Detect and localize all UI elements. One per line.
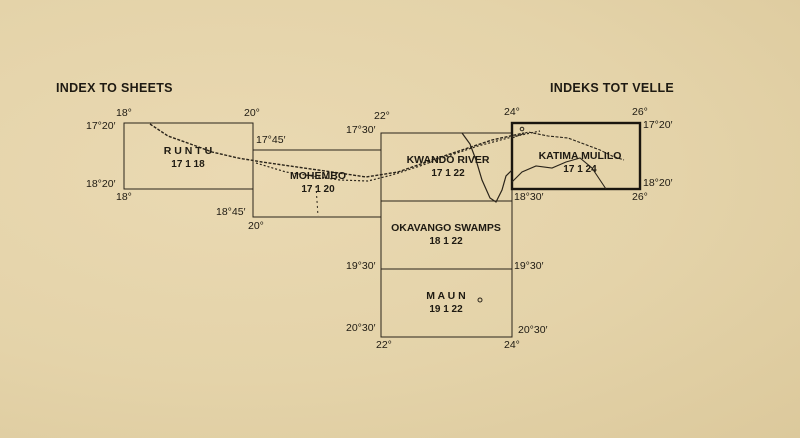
border-line [149,123,525,178]
sheet-mohembo-number: 17 1 20 [301,184,335,195]
sheet-mohembo[interactable]: MOHEMBO 17 1 20 [290,170,346,196]
sheet-kwando-river-name: KWANDO RIVER [406,154,490,166]
sheet-runtu[interactable]: R U N T U 17 1 18 [164,145,212,171]
sheet-katima-mulilo-number: 17 1 24 [563,164,597,175]
river-line-north [511,131,625,161]
coord-label: 20°30′ [518,324,548,336]
settlement-marker [477,297,483,303]
sheet-okavango-swamps-number: 18 1 22 [429,236,463,247]
sheet-okavango-swamps[interactable]: OKAVANGO SWAMPS 18 1 22 [391,222,501,248]
river-tick [315,185,319,217]
sheet-runtu-number: 17 1 18 [171,159,205,170]
sheet-katima-mulilo[interactable]: KATIMA MULILO 17 1 24 [539,150,622,176]
coord-label: 18°20′ [86,178,116,190]
coord-label: 26° [632,191,648,203]
sheet-maun[interactable]: M A U N 19 1 22 [426,290,465,316]
sheet-mohembo-name: MOHEMBO [290,170,346,182]
sheet-maun-name: M A U N [426,290,466,302]
coord-label: 20°30′ [346,322,376,334]
sheet-katima-mulilo-name: KATIMA MULILO [538,150,622,162]
sheet-kwando-river[interactable]: KWANDO RIVER 17 1 22 [407,154,490,180]
settlement-marker-katima [519,126,525,132]
title-index-to-sheets: INDEX TO SHEETS [56,81,173,95]
coord-label: 18°45′ [216,206,246,218]
sheet-okavango-swamps-name: OKAVANGO SWAMPS [391,222,501,234]
coord-label: 22° [376,339,392,351]
coord-label: 17°20′ [86,120,116,132]
river-line [461,132,513,203]
coord-label: 18° [116,191,132,203]
coord-label: 20° [248,220,264,232]
coord-label: 17°45′ [256,134,286,146]
coord-label: 26° [632,106,648,118]
border-line-lower [255,130,541,182]
coord-label: 22° [374,110,390,122]
coord-label: 19°30′ [346,260,376,272]
coord-label: 17°20′ [643,119,673,131]
coord-label: 17°30′ [346,124,376,136]
coord-label: 19°30′ [514,260,544,272]
river-line-east [511,157,607,190]
coord-label: 24° [504,106,520,118]
coord-label: 18°30′ [514,191,544,203]
sheet-kwando-river-number: 17 1 22 [431,168,465,179]
coord-label: 24° [504,339,520,351]
coord-label: 20° [244,107,260,119]
sheet-maun-number: 19 1 22 [429,304,463,315]
title-indeks-tot-velle: INDEKS TOT VELLE [550,81,675,95]
sheet-boundary-maun [380,268,513,338]
sheet-boundary-katima-mulilo [510,121,642,191]
coord-label: 18° [116,107,132,119]
sheet-runtu-name: R U N T U [163,145,213,157]
coord-label: 18°20′ [643,177,673,189]
